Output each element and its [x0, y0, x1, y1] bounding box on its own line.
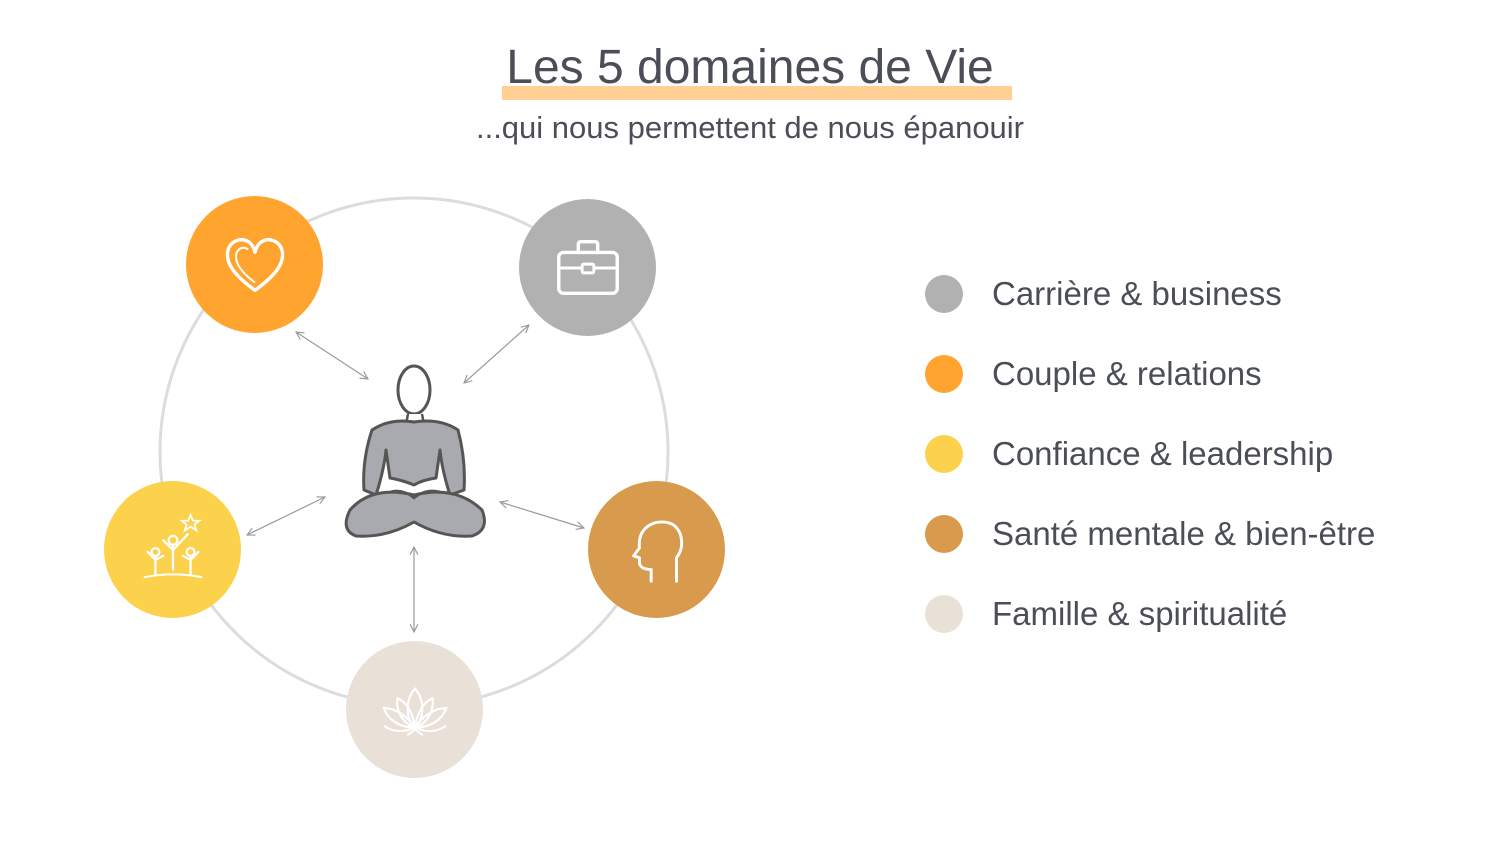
title-block: Les 5 domaines de Vie: [0, 38, 1500, 100]
arrow-heart: [296, 332, 368, 379]
page-title-text: Les 5 domaines de Vie: [506, 41, 994, 94]
node-confidence: [104, 481, 241, 618]
legend-item-couple: Couple & relations: [925, 355, 1485, 393]
briefcase-icon: [556, 239, 619, 295]
node-family: [346, 641, 483, 778]
page-subtitle: ...qui nous permettent de nous épanouir: [475, 110, 1025, 145]
arrow-cheer: [247, 497, 325, 535]
heart-icon: [225, 237, 284, 292]
cheering-people-icon: [143, 512, 202, 578]
legend-label: Couple & relations: [992, 355, 1262, 392]
legend-item-health: Santé mentale & bien-être: [925, 515, 1485, 553]
node-career: [519, 199, 656, 336]
legend-label: Famille & spiritualité: [992, 595, 1288, 632]
legend-dot: [925, 435, 963, 473]
arrow-briefcase: [464, 325, 529, 383]
legend-item-family: Famille & spiritualité: [925, 595, 1485, 633]
arrow-head: [500, 502, 584, 528]
node-health: [588, 481, 725, 618]
head-profile-icon: [631, 520, 683, 583]
legend-dot: [925, 515, 963, 553]
legend-label: Carrière & business: [992, 275, 1282, 312]
legend-dot: [925, 595, 963, 633]
legend-label: Confiance & leadership: [992, 435, 1334, 472]
legend-item-confidence: Confiance & leadership: [925, 435, 1485, 473]
legend-label: Santé mentale & bien-être: [992, 515, 1376, 552]
legend-dot: [925, 355, 963, 393]
legend-item-career: Carrière & business: [925, 275, 1485, 313]
node-couple: [186, 196, 323, 333]
page-title: Les 5 domaines de Vie: [502, 38, 1012, 100]
meditating-person-icon: [344, 364, 486, 538]
legend-dot: [925, 275, 963, 313]
life-domains-diagram: [104, 196, 725, 778]
lotus-icon: [381, 686, 448, 736]
